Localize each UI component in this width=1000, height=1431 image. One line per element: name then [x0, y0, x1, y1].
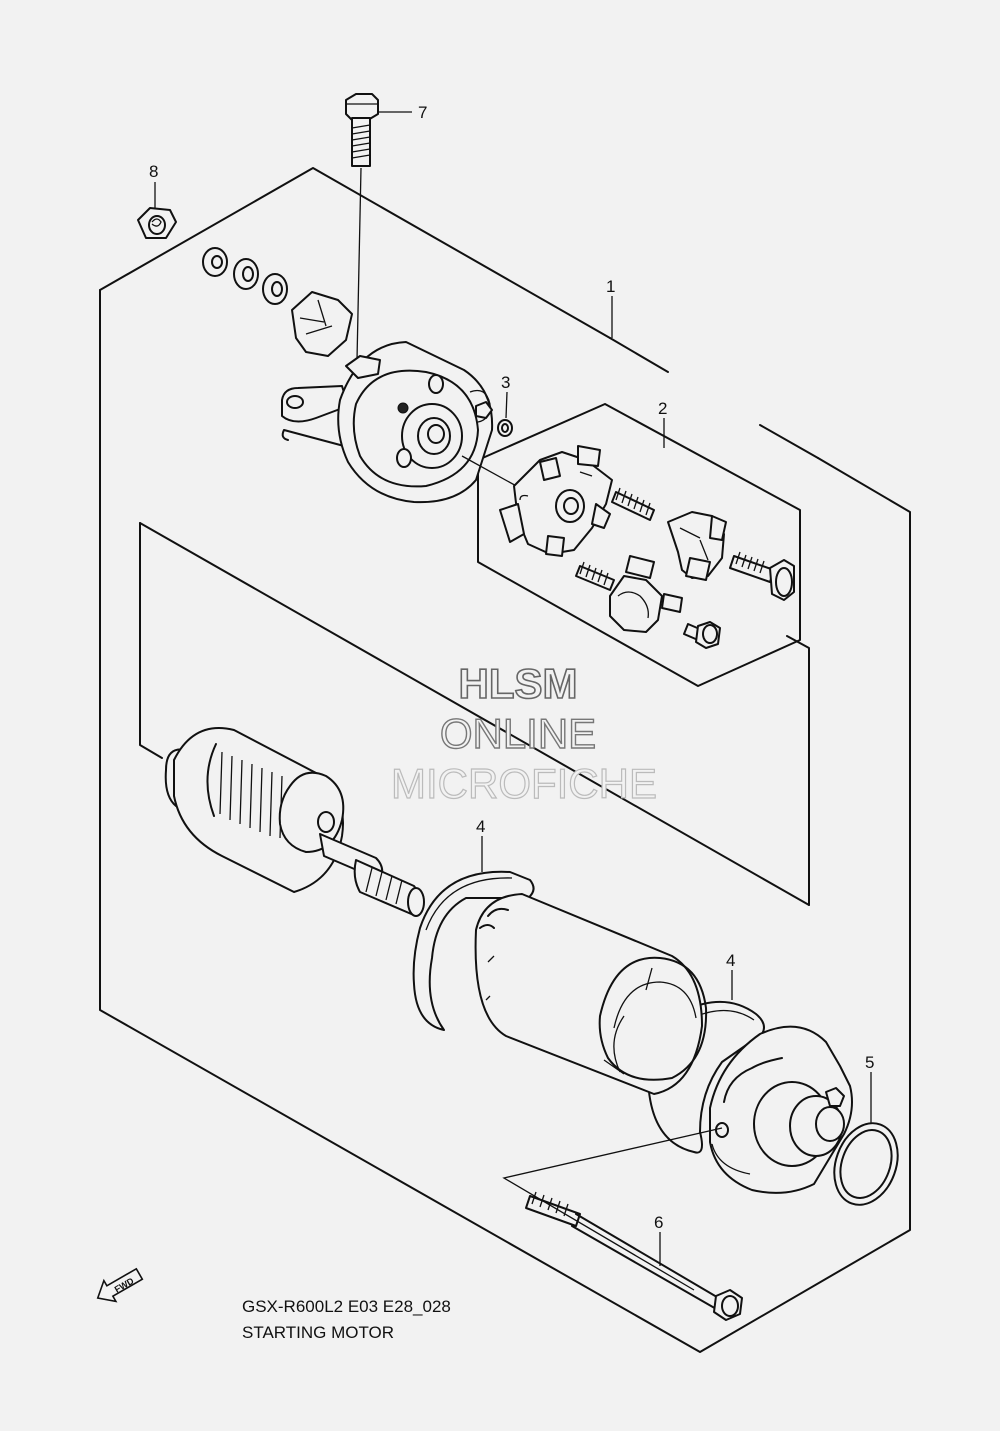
callout-1: 1 [606, 277, 615, 296]
small-oring [497, 391, 513, 437]
end-cover [281, 341, 494, 504]
callout-4-upper: 4 [476, 817, 485, 836]
callout-5: 5 [865, 1053, 874, 1072]
callout-2: 2 [658, 399, 667, 418]
brush-holder-plate [499, 445, 613, 557]
brush-assembly-right [667, 511, 727, 581]
diagram-model-code: GSX-R600L2 E03 E28_028 [242, 1297, 451, 1316]
washer-stack [202, 247, 353, 357]
watermark-line-3: MICROFICHE [391, 760, 657, 807]
terminal-bolt [729, 551, 795, 601]
assembly-outline [99, 167, 911, 1353]
brush-holder-box [477, 403, 801, 687]
hole-leader-lines [502, 1127, 723, 1291]
armature [164, 727, 425, 917]
callout-leaders [154, 111, 872, 1266]
fwd-arrow-icon: FWD [96, 1267, 144, 1303]
brush-assembly-lower [609, 555, 683, 633]
oring-upper [412, 870, 535, 1031]
leader-line [461, 455, 521, 489]
callout-4-lower: 4 [726, 951, 735, 970]
through-bolt [525, 1191, 743, 1321]
callout-8: 8 [149, 162, 158, 181]
callout-7: 7 [418, 103, 427, 122]
brush-springs [575, 487, 655, 591]
watermark-line-2: ONLINE [440, 710, 596, 757]
front-housing [709, 1025, 853, 1194]
watermark-line-1: HLSM [459, 660, 578, 707]
callout-6: 6 [654, 1213, 663, 1232]
diagram-title: STARTING MOTOR [242, 1323, 394, 1342]
callout-3: 3 [501, 373, 510, 392]
nut-part [137, 207, 177, 239]
armature-box [139, 522, 810, 906]
motor-yoke [474, 893, 708, 1095]
large-oring [833, 1122, 899, 1206]
small-screw [683, 621, 721, 649]
bolt-part [345, 93, 379, 361]
